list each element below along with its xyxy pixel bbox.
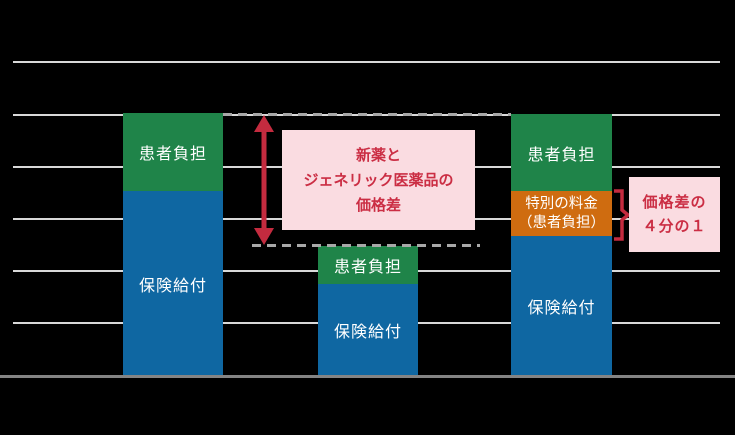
quarter-note-line1: 価格差の (642, 193, 707, 211)
bar1-insurance-benefit-label: 保険給付 (138, 277, 207, 295)
bar3-insurance-benefit-segment: 保険給付 (511, 236, 612, 376)
bar1-patient-copay-segment: 患者負担 (123, 113, 223, 191)
bar3-special-fee-label-line2: （患者負担） (518, 214, 605, 231)
price-gap-note: 新薬と ジェネリック医薬品の 価格差 (282, 130, 475, 230)
price-gap-note-line3: 価格差 (355, 196, 401, 214)
bar2-patient-copay-segment: 患者負担 (318, 246, 418, 284)
price-gap-arrow-icon (254, 115, 274, 245)
bar3-patient-copay-label: 患者負担 (527, 146, 596, 164)
bar3-special-fee-label-line1: 特別の料金 (525, 195, 598, 212)
upper-dashed-guide-line (223, 113, 511, 116)
brace-icon (614, 189, 630, 241)
bar3-special-fee-segment: 特別の料金 （患者負担） (511, 191, 612, 236)
bar3-patient-copay-segment: 患者負担 (511, 114, 612, 191)
bar2-insurance-benefit-label: 保険給付 (333, 324, 402, 341)
bar3-insurance-benefit-label: 保険給付 (527, 300, 596, 317)
x-axis-line (0, 375, 735, 378)
quarter-note-line2: ４分の１ (642, 217, 707, 235)
price-gap-note-line2: ジェネリック医薬品の (303, 171, 454, 189)
bar2-patient-copay-label: 患者負担 (333, 259, 402, 276)
bar1-patient-copay-label: 患者負担 (138, 146, 207, 163)
quarter-note: 価格差の ４分の１ (629, 177, 720, 252)
bar1-insurance-benefit-segment: 保険給付 (123, 191, 223, 376)
bar2-insurance-benefit-segment: 保険給付 (318, 284, 418, 376)
lower-dashed-guide-line (252, 244, 480, 247)
gridline (13, 61, 720, 63)
price-gap-note-line1: 新薬と (355, 146, 401, 164)
